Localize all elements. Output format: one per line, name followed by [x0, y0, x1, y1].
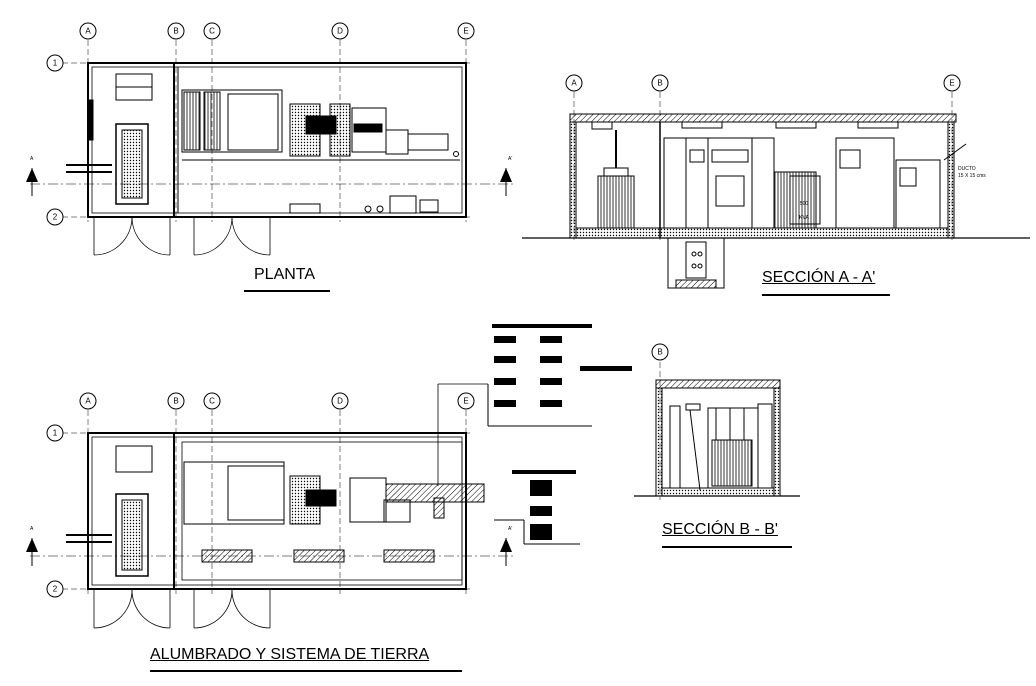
alumbrado-cut-label-a-prime: A' [508, 526, 512, 532]
seccion-bb-title: SECCIÓN B - B' [662, 521, 778, 538]
alumbrado-view [30, 383, 592, 629]
seccion-bb-view [634, 362, 800, 500]
ducto-label: DUCTO [958, 166, 976, 172]
alumbrado-title-underline [150, 670, 462, 672]
alumbrado-axis-1: 1 [53, 429, 58, 438]
seccion-aa-title: SECCIÓN A - A' [762, 269, 876, 286]
seccion-aa-roof [569, 113, 957, 123]
alumbrado-axis-c: C [209, 397, 215, 406]
alumbrado-cut-label-a: A [30, 526, 34, 532]
grounding-loop [181, 441, 463, 581]
planta-axis-a: A [85, 27, 91, 36]
planta-cut-label-a-prime: A' [508, 156, 512, 162]
planta-outer-wall [87, 62, 467, 218]
planta-axis-e: E [463, 27, 468, 36]
alumbrado-axis-d: D [337, 397, 343, 406]
planta-title: PLANTA [254, 266, 316, 283]
planta-title-underline [244, 290, 330, 292]
seccion-aa-axis-e: E [949, 79, 954, 88]
seccion-aa-view [522, 92, 1030, 289]
seccion-aa-panel [835, 137, 895, 229]
planta-axis-1: 1 [53, 59, 58, 68]
seccion-aa-transformer-box [789, 175, 821, 225]
seccion-aa-grid-bubbles [565, 74, 961, 92]
planta-axis-d: D [337, 27, 343, 36]
planta-axis-2: 2 [53, 213, 58, 222]
seccion-bb-title-underline [662, 546, 792, 548]
planta-doors [93, 216, 271, 256]
planta-view [30, 40, 515, 256]
alumbrado-section-markers: A A' [26, 526, 512, 566]
alumbrado-axis-b: B [173, 397, 178, 406]
seccion-aa-switchgear [663, 137, 775, 229]
alumbrado-axis-2: 2 [53, 585, 58, 594]
alumbrado-axis-a: A [85, 397, 91, 406]
alumbrado-axis-e: E [463, 397, 468, 406]
seccion-aa-transformer [597, 175, 635, 229]
seccion-bb-grid-bubbles [651, 343, 669, 361]
seccion-aa-axis-a: A [571, 79, 577, 88]
alumbrado-grid-bubbles [46, 392, 475, 598]
alumbrado-title: ALUMBRADO Y SISTEMA DE TIERRA [150, 646, 430, 663]
planta-grid-bubbles [46, 22, 475, 226]
planta-section-markers: A A' [26, 156, 512, 196]
seccion-aa-axis-b: B [657, 79, 662, 88]
light-fixture-1 [201, 549, 253, 563]
planta-axis-c: C [209, 27, 215, 36]
ducto-size-label: 15 X 15 cms [958, 173, 986, 179]
transformer-unit: KVA [799, 215, 809, 221]
transformer-rating: 500 [800, 201, 809, 207]
alumbrado-legend [492, 324, 632, 540]
seccion-aa-title-underline [762, 294, 890, 296]
planta-axis-b: B [173, 27, 178, 36]
planta-transformer-cell [115, 123, 149, 205]
seccion-bb-axis-b: B [657, 348, 662, 357]
planta-cut-label-a: A [30, 156, 34, 162]
